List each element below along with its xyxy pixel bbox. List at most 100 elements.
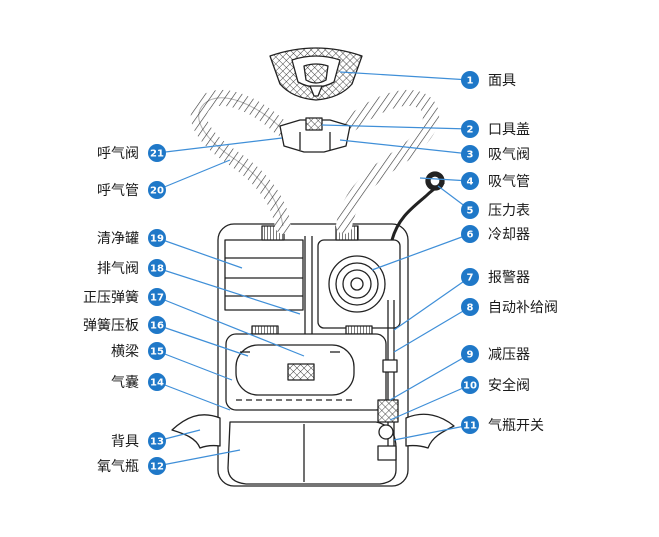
callout-label: 气瓶开关 bbox=[488, 418, 544, 434]
callout-leader-line bbox=[321, 124, 471, 130]
callout-number: 17 bbox=[150, 293, 164, 304]
callout-badge bbox=[461, 145, 479, 163]
callout-leader-line bbox=[393, 306, 471, 353]
inhale-hose bbox=[336, 89, 439, 234]
callout-leader-line bbox=[156, 296, 305, 357]
callout-number: 12 bbox=[150, 462, 164, 473]
callout-number: 11 bbox=[463, 421, 477, 432]
callout-label: 减压器 bbox=[488, 347, 530, 363]
callout-leader-line bbox=[156, 350, 233, 381]
callout-number: 5 bbox=[467, 206, 474, 217]
callout-label: 自动补给阀 bbox=[488, 300, 558, 316]
callout-number: 6 bbox=[467, 230, 474, 241]
callout-6: 6 冷却器 bbox=[371, 225, 530, 271]
callout-number: 15 bbox=[150, 347, 164, 358]
spring-plate bbox=[287, 363, 315, 381]
callout-leader-line bbox=[156, 159, 231, 191]
callout-leader-line bbox=[389, 353, 471, 401]
callout-leader-line bbox=[339, 71, 471, 81]
callout-number: 16 bbox=[150, 321, 164, 332]
callout-number: 3 bbox=[467, 150, 474, 161]
callout-label: 排气阀 bbox=[97, 261, 139, 277]
callout-number: 7 bbox=[467, 273, 474, 284]
callout-leader-line bbox=[156, 237, 243, 269]
callout-badge bbox=[148, 259, 166, 277]
callout-21: 21 呼气阀 bbox=[97, 137, 283, 162]
callout-number: 9 bbox=[467, 350, 474, 361]
callout-badge bbox=[148, 144, 166, 162]
callout-badge bbox=[461, 298, 479, 316]
callout-label: 吸气阀 bbox=[488, 147, 530, 163]
callout-number: 14 bbox=[150, 378, 164, 389]
callout-number: 4 bbox=[467, 177, 474, 188]
callout-badge bbox=[461, 345, 479, 363]
callout-badge bbox=[461, 120, 479, 138]
callout-leader-line bbox=[156, 137, 283, 154]
callout-16: 16 弹簧压板 bbox=[83, 316, 249, 357]
callout-number: 13 bbox=[150, 437, 164, 448]
callout-label: 清净罐 bbox=[97, 231, 139, 247]
callout-badge bbox=[148, 181, 166, 199]
callout-label: 呼气阀 bbox=[97, 146, 139, 162]
back-strap-right bbox=[405, 413, 455, 449]
callout-badge bbox=[148, 457, 166, 475]
callout-label: 背具 bbox=[111, 434, 139, 450]
callout-badge bbox=[148, 229, 166, 247]
callout-badge bbox=[148, 288, 166, 306]
callout-leader-line bbox=[389, 384, 471, 421]
callout-leader-line bbox=[156, 449, 241, 467]
callout-label: 压力表 bbox=[488, 203, 530, 219]
callout-number: 2 bbox=[467, 125, 474, 136]
callout-badge bbox=[148, 342, 166, 360]
callout-leader-line bbox=[393, 424, 471, 441]
callout-label: 弹簧压板 bbox=[83, 318, 139, 334]
callout-label: 面具 bbox=[488, 73, 516, 89]
callout-label: 气囊 bbox=[111, 374, 139, 391]
callout-leader-line bbox=[156, 267, 301, 315]
callout-14: 14 气囊 bbox=[111, 373, 231, 411]
callout-badge bbox=[461, 172, 479, 190]
callout-4: 4 吸气管 bbox=[419, 172, 530, 190]
callout-leader-line bbox=[156, 381, 231, 411]
callout-leader-line bbox=[156, 324, 249, 357]
exhale-hose bbox=[190, 89, 291, 234]
callout-label: 冷却器 bbox=[488, 227, 530, 243]
callout-12: 12 氧气瓶 bbox=[97, 449, 241, 475]
callout-label: 报警器 bbox=[488, 270, 530, 286]
callout-label: 口具盖 bbox=[488, 122, 530, 138]
callout-1: 1 面具 bbox=[339, 71, 516, 89]
callout-badge bbox=[461, 376, 479, 394]
callout-label: 横梁 bbox=[111, 344, 139, 360]
callout-13: 13 背具 bbox=[111, 429, 201, 450]
callout-2: 2 口具盖 bbox=[321, 120, 530, 138]
callout-leader-line bbox=[371, 233, 471, 271]
callout-number: 8 bbox=[467, 303, 474, 314]
oxygen-cylinder bbox=[227, 421, 397, 485]
callout-label: 氧气瓶 bbox=[97, 459, 139, 475]
callout-badge bbox=[148, 373, 166, 391]
callout-label: 吸气管 bbox=[488, 174, 530, 190]
callout-leader-line bbox=[393, 276, 471, 331]
scrubber-canister bbox=[224, 239, 304, 311]
callout-number: 10 bbox=[463, 381, 477, 392]
callout-number: 1 bbox=[467, 76, 474, 87]
callout-11: 11 气瓶开关 bbox=[393, 416, 544, 441]
callout-8: 8 自动补给阀 bbox=[393, 298, 558, 353]
callout-badge bbox=[461, 416, 479, 434]
callout-badge bbox=[461, 71, 479, 89]
callout-badge bbox=[461, 268, 479, 286]
callout-5: 5 压力表 bbox=[437, 185, 530, 219]
callout-badge bbox=[461, 201, 479, 219]
callout-number: 21 bbox=[150, 149, 164, 160]
callout-7: 7 报警器 bbox=[393, 268, 530, 331]
callout-label: 呼气管 bbox=[97, 183, 139, 199]
callout-leader-line bbox=[339, 139, 471, 155]
callout-badge bbox=[148, 432, 166, 450]
